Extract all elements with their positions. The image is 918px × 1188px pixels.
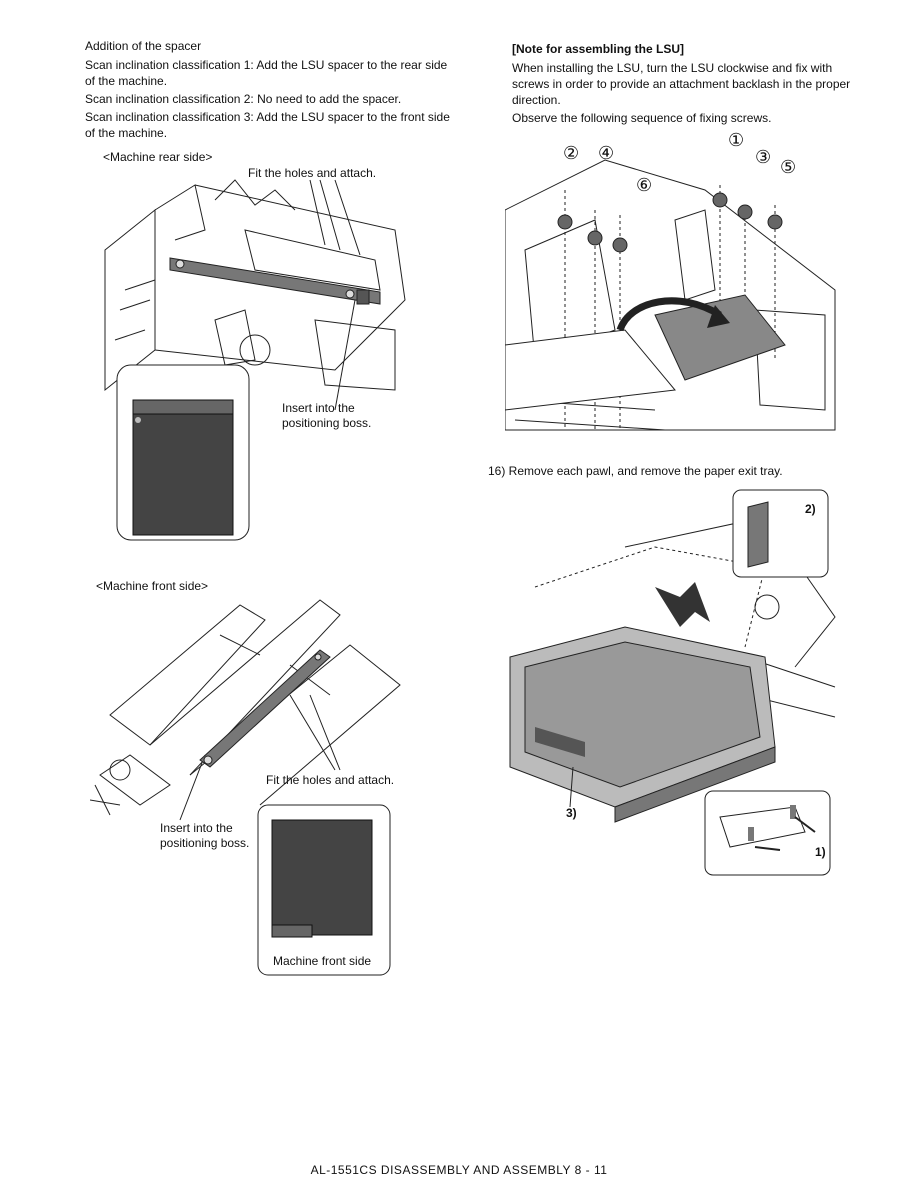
note-text: When installing the LSU, turn the LSU cl… [512,61,851,107]
front-side-caption: <Machine front side> [96,579,209,593]
rear-insert-boss-label: Insert into the positioning boss. [282,401,372,430]
screw-number-2: ② [563,143,580,163]
note-title: [Note for assembling the LSU] [512,42,685,56]
callout-3: 3) [566,806,577,820]
rear-side-caption: <Machine rear side> [103,150,213,164]
classification-2-text: Scan inclination classification 2: No ne… [85,92,402,106]
classification-1-text: Scan inclination classification 1: Add t… [85,58,448,88]
front-insert-boss-label: Insert into the positioning boss. [160,821,250,850]
rear-side-illustration [104,179,406,541]
front-inset-label: Machine front side [273,954,372,968]
front-fit-holes-label: Fit the holes and attach. [266,773,395,787]
screw-number-5: ⑤ [780,157,797,177]
screw-number-6: ⑥ [636,175,653,195]
rear-fit-holes-label: Fit the holes and attach. [248,166,377,180]
lsu-screw-illustration [505,159,836,431]
front-side-illustration [90,599,401,976]
screw-number-3: ③ [755,147,772,167]
callout-1: 1) [815,845,826,859]
callout-2: 2) [805,502,816,516]
note-sequence: Observe the following sequence of fixing… [512,111,772,125]
classification-3-text: Scan inclination classification 3: Add t… [85,110,450,140]
spacer-heading: Addition of the spacer [85,39,202,53]
page-footer: AL-1551CS DISASSEMBLY AND ASSEMBLY 8 - 1… [310,1163,608,1177]
screw-number-4: ④ [598,143,615,163]
step-16-text: 16) Remove each pawl, and remove the pap… [488,464,783,478]
paper-exit-tray-illustration [509,489,836,876]
screw-number-1: ① [728,130,745,150]
